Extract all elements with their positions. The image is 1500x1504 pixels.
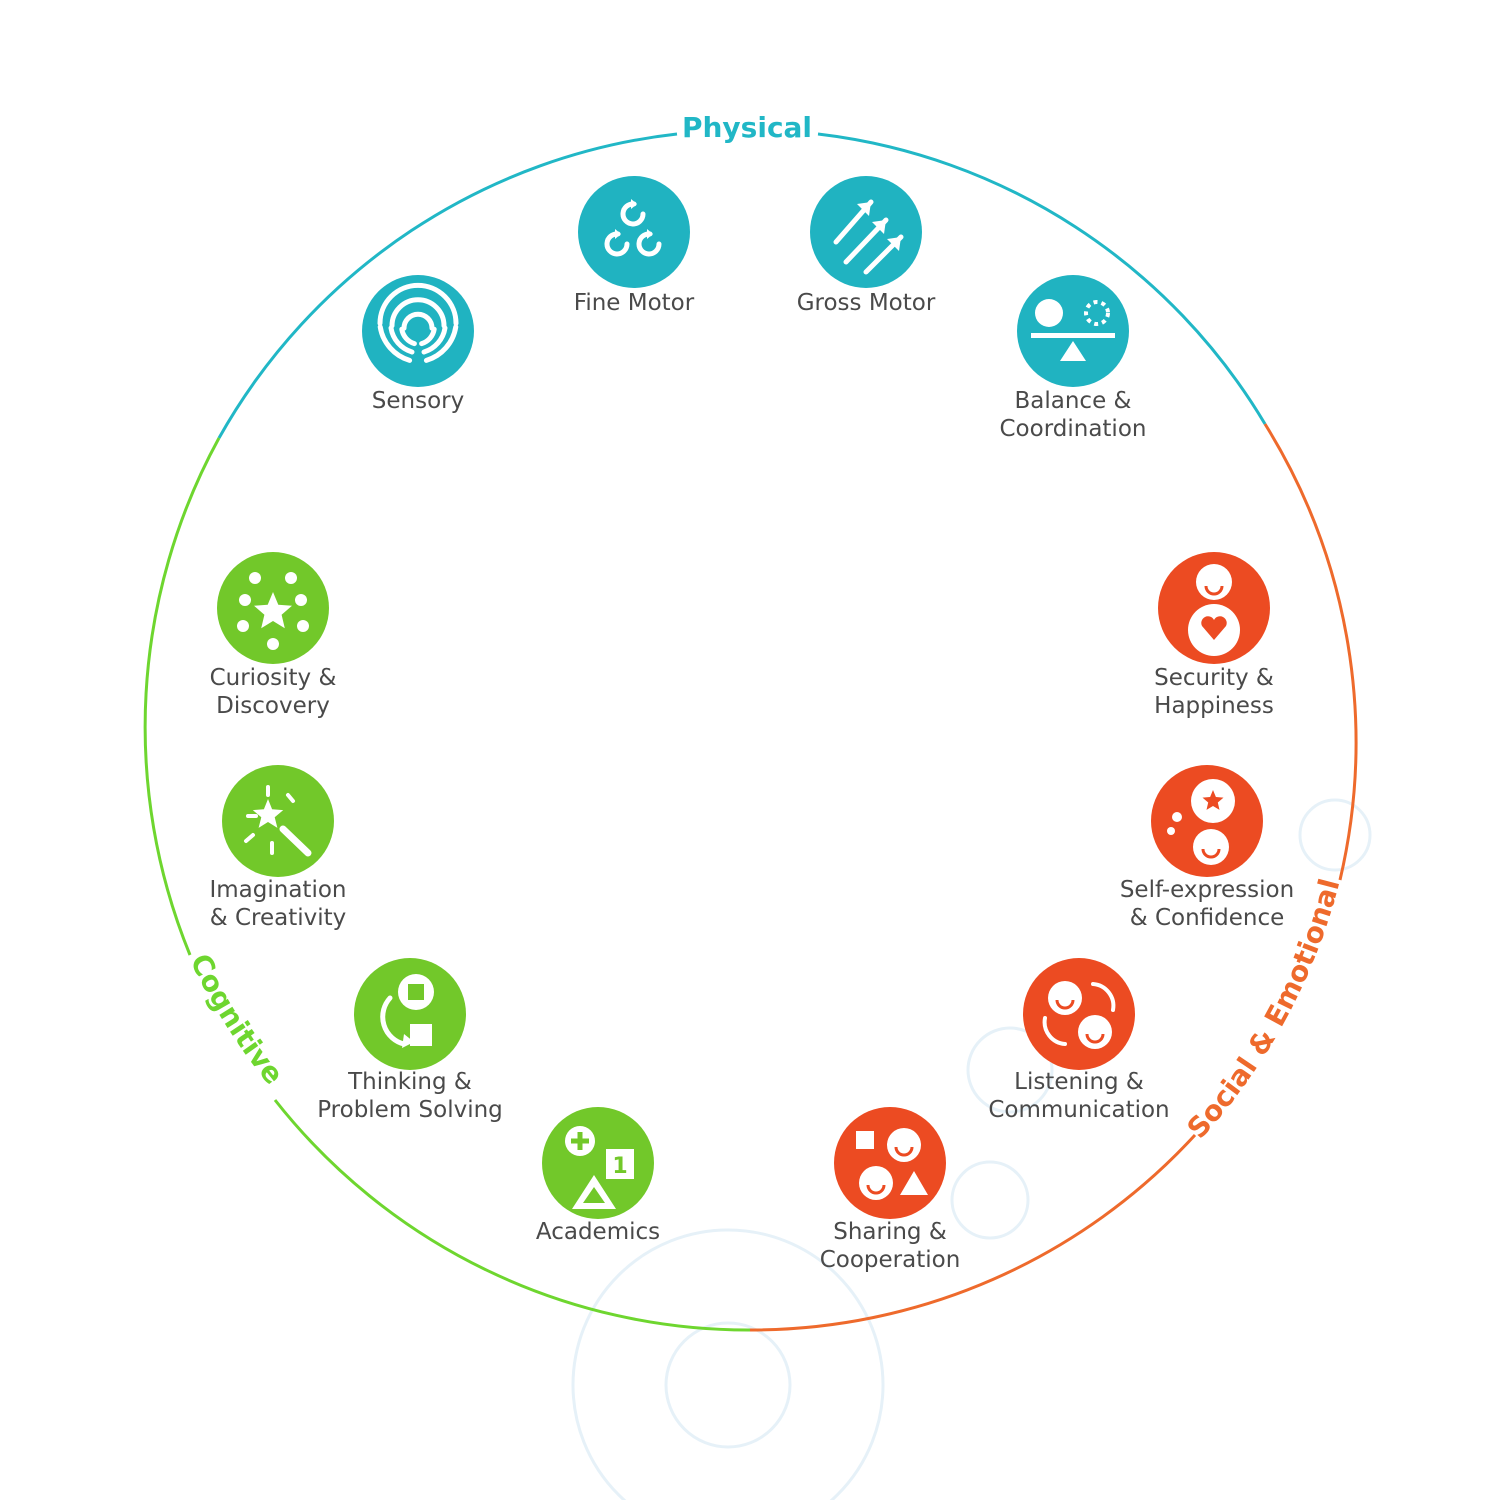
skill-security-label-line-2: Happiness [1154, 693, 1274, 719]
skill-curiosity-label-line-1: Curiosity & [210, 665, 337, 691]
skill-balance-badge [1017, 275, 1129, 387]
thought-star-icon [1167, 779, 1235, 865]
skill-imagination-label-line-1: Imagination [209, 877, 346, 903]
skill-listening: Listening &Communication [988, 958, 1170, 1123]
skill-gross-motor: Gross Motor [797, 176, 936, 316]
skill-listening-badge [1023, 958, 1135, 1070]
skill-fine-motor: Fine Motor [574, 176, 695, 316]
skill-balance-label-line-2: Coordination [1000, 416, 1147, 442]
skill-listening-label-line-2: Communication [988, 1097, 1169, 1123]
skill-sensory-badge [362, 275, 474, 387]
skill-sensory-label-line-1: Sensory [372, 388, 464, 414]
skill-thinking-badge [354, 958, 466, 1070]
physical-arc-right [817, 132, 1267, 425]
skill-gross-motor-badge [810, 176, 922, 288]
skill-fine-motor-label-line-1: Fine Motor [574, 290, 695, 316]
skill-sensory: Sensory [362, 275, 474, 414]
diagonal-arrows-icon [833, 199, 904, 275]
skill-thinking-label-line-2: Problem Solving [317, 1097, 503, 1123]
cognitive-arc-bottom [273, 1099, 751, 1332]
plus-one-triangle-icon: 1 [565, 1126, 634, 1209]
social-arc-bottom [749, 1133, 1197, 1332]
skill-listening-label-line-1: Listening & [1014, 1069, 1144, 1095]
skill-sharing-label-line-2: Cooperation [820, 1247, 961, 1273]
skill-gross-motor-label-line-1: Gross Motor [797, 290, 936, 316]
skill-balance-label-line-1: Balance & [1015, 388, 1132, 414]
cognitive-arc [143, 437, 221, 956]
skill-imagination-label-line-2: & Creativity [210, 905, 347, 931]
faces-shapes-icon [856, 1128, 928, 1200]
skill-security: Security &Happiness [1154, 552, 1274, 719]
skill-fine-motor-badge [578, 176, 690, 288]
skill-imagination-badge [222, 765, 334, 877]
skill-curiosity: Curiosity &Discovery [210, 552, 337, 719]
skill-self-expression-label-line-1: Self-expression [1120, 877, 1294, 903]
category-label-physical: Physical [682, 111, 812, 144]
rotating-arrows-icon [604, 199, 662, 257]
skill-self-expression-label-line-2: & Confidence [1130, 905, 1285, 931]
skill-balance: Balance &Coordination [1000, 275, 1147, 442]
background-rings [571, 798, 1372, 1504]
seesaw-icon [1031, 299, 1115, 361]
skill-sharing-badge [834, 1107, 946, 1219]
head-cycle-icon [380, 974, 434, 1048]
physical-arc [217, 132, 678, 439]
star-burst-icon [237, 572, 309, 650]
skill-imagination: Imagination& Creativity [209, 765, 347, 931]
social-arc [1263, 423, 1358, 881]
magic-wand-icon [244, 785, 312, 857]
skill-sharing: Sharing &Cooperation [820, 1107, 961, 1273]
arcs-icon [377, 282, 459, 363]
skill-self-expression: Self-expression& Confidence [1120, 765, 1294, 931]
category-label-cognitive: Cognitive [184, 949, 291, 1091]
two-faces-icon [1042, 981, 1116, 1049]
skill-thinking: Thinking &Problem Solving [317, 958, 503, 1123]
skill-thinking-label-line-1: Thinking & [347, 1069, 472, 1095]
svg-text:1: 1 [612, 1154, 627, 1179]
skill-curiosity-label-line-2: Discovery [216, 693, 330, 719]
skill-security-label-line-1: Security & [1154, 665, 1274, 691]
skill-academics-label-line-1: Academics [536, 1219, 660, 1245]
heart-person-icon [1188, 564, 1240, 656]
skill-sharing-label-line-1: Sharing & [833, 1219, 947, 1245]
